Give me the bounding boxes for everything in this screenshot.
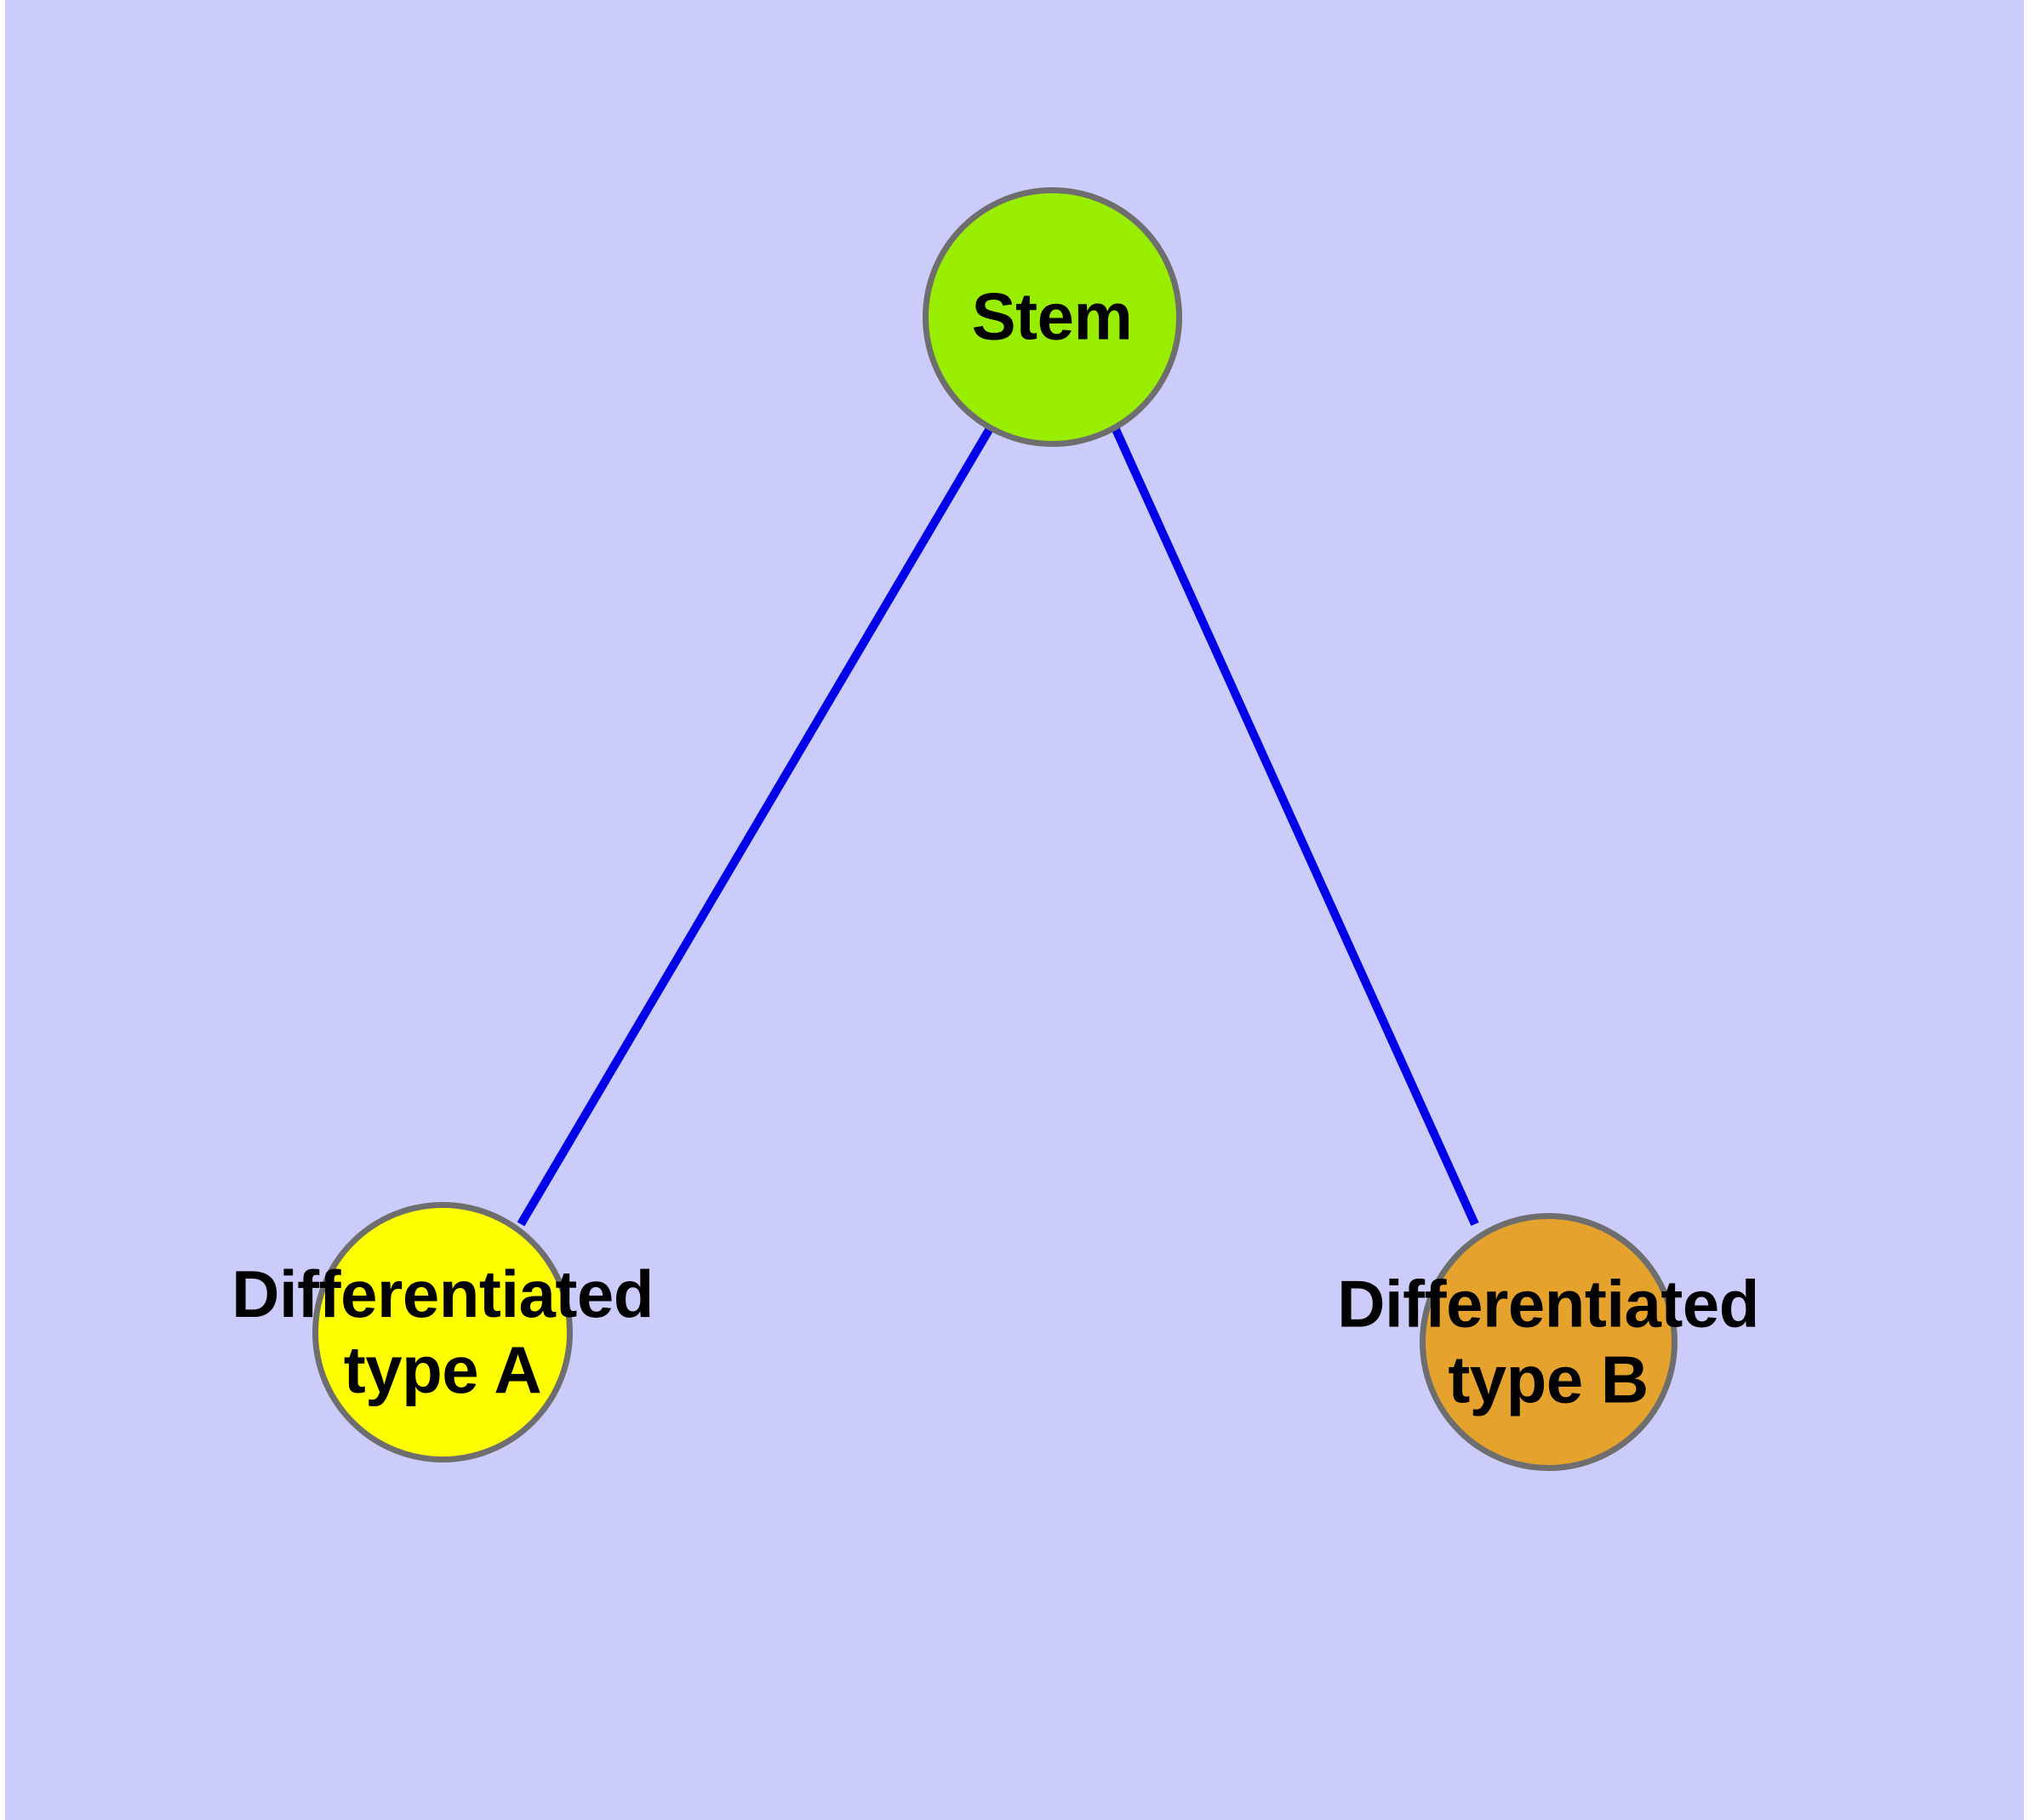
edge-stem-to-differentiated-type-a [517, 423, 996, 1227]
edge-stem-to-differentiated-type-b [1110, 423, 1479, 1227]
node-differentiated-type-b[interactable]: Differentiated type B [1337, 1212, 1759, 1471]
node-differentiated-type-a[interactable]: Differentiated type A [231, 1202, 654, 1462]
node-differentiated-type-a-circle[interactable] [312, 1202, 573, 1462]
node-differentiated-type-b-circle[interactable] [1419, 1212, 1677, 1471]
node-stem[interactable]: Stem [922, 186, 1182, 447]
node-stem-circle[interactable] [922, 186, 1182, 447]
